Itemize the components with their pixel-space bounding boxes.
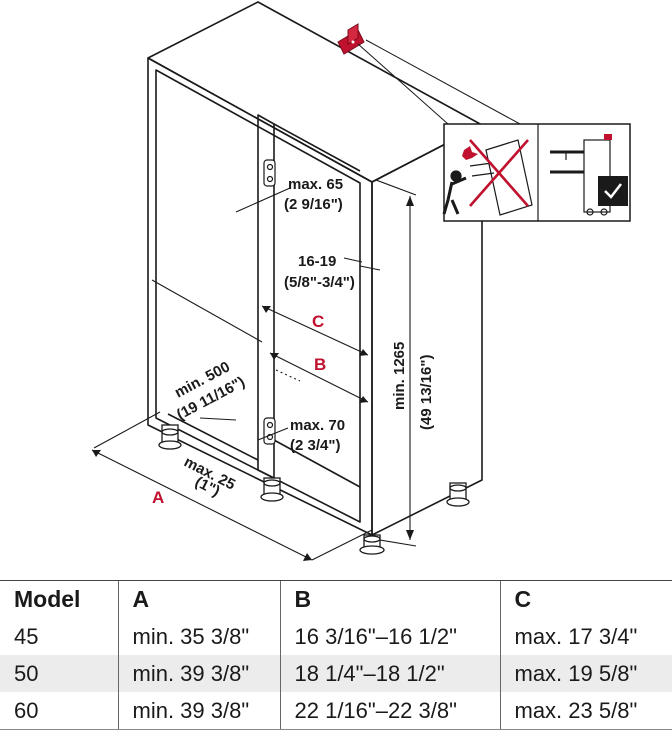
range16-19-label: 16-19 bbox=[298, 253, 336, 270]
cell-a: min. 35 3/8" bbox=[117, 618, 280, 655]
table-row: 60 min. 39 3/8" 22 1/16"–22 3/8" max. 23… bbox=[0, 692, 672, 730]
dim-line-b bbox=[269, 352, 369, 403]
range16-19-inch-label: (5/8"-3/4") bbox=[284, 274, 355, 291]
check-icon bbox=[604, 183, 622, 199]
table-row: 45 min. 35 3/8" 16 3/16"–16 1/2" max. 17… bbox=[0, 618, 672, 655]
cell-model: 45 bbox=[14, 623, 39, 649]
max70-label: max. 70 bbox=[290, 417, 345, 434]
foot-back-right bbox=[446, 482, 470, 507]
cross-icon bbox=[469, 139, 529, 207]
tip-over-inset bbox=[442, 123, 631, 222]
cell-c: max. 17 3/4" bbox=[499, 618, 672, 655]
dim-line-c bbox=[261, 305, 369, 356]
lower-hinge bbox=[263, 417, 276, 445]
cell-b: 18 1/4"–18 1/2" bbox=[279, 655, 500, 692]
max70-inch-label: (2 3/4") bbox=[290, 437, 340, 454]
cabinet-opening bbox=[155, 69, 361, 523]
table-header-row: Model A B C bbox=[0, 580, 672, 618]
foot-middle bbox=[260, 477, 284, 502]
label-a: A bbox=[152, 488, 164, 507]
model-spec-table: Model A B C 45 min. 35 3/8" 16 3/16"–16 … bbox=[0, 580, 672, 730]
cell-a: min. 39 3/8" bbox=[117, 655, 280, 692]
max65-label: max. 65 bbox=[288, 176, 343, 193]
max65-inch-label: (2 9/16") bbox=[284, 196, 343, 213]
upper-hinge bbox=[263, 159, 276, 187]
label-c: C bbox=[312, 312, 324, 331]
header-b: B bbox=[279, 580, 500, 618]
header-a: A bbox=[117, 580, 280, 618]
cell-c: max. 23 5/8" bbox=[499, 692, 672, 730]
dim-line-a bbox=[91, 449, 313, 561]
tipping-cabinet-icon bbox=[442, 139, 533, 216]
secured-cabinet-icon bbox=[550, 139, 611, 216]
header-c: C bbox=[499, 580, 672, 618]
cell-model: 60 bbox=[0, 692, 118, 730]
foot-front-right bbox=[359, 534, 385, 555]
check-box bbox=[598, 176, 628, 206]
cell-b: 22 1/16"–22 3/8" bbox=[279, 692, 500, 730]
label-b: B bbox=[314, 355, 326, 374]
cell-b: 16 3/16"–16 1/2" bbox=[279, 618, 500, 655]
foot-front-left bbox=[158, 424, 182, 450]
cell-model: 50 bbox=[0, 655, 118, 692]
dim-line-depth bbox=[151, 279, 263, 343]
height-label: min. 1265 bbox=[391, 342, 408, 410]
cabinet-diagram: max. 65 (2 9/16") 16-19 (5/8"-3/4") min.… bbox=[91, 1, 631, 561]
header-model: Model bbox=[0, 580, 118, 618]
height-inch-label: (49 13/16") bbox=[418, 355, 435, 431]
warning-flash-icon bbox=[462, 146, 478, 160]
cabinet-top bbox=[147, 1, 483, 183]
anti-tip-bracket bbox=[337, 23, 365, 55]
mini-bracket-icon bbox=[604, 134, 612, 140]
cell-a: min. 39 3/8" bbox=[117, 692, 280, 730]
table-row: 50 min. 39 3/8" 18 1/4"–18 1/2" max. 19 … bbox=[0, 655, 672, 692]
cell-c: max. 19 5/8" bbox=[499, 655, 672, 692]
